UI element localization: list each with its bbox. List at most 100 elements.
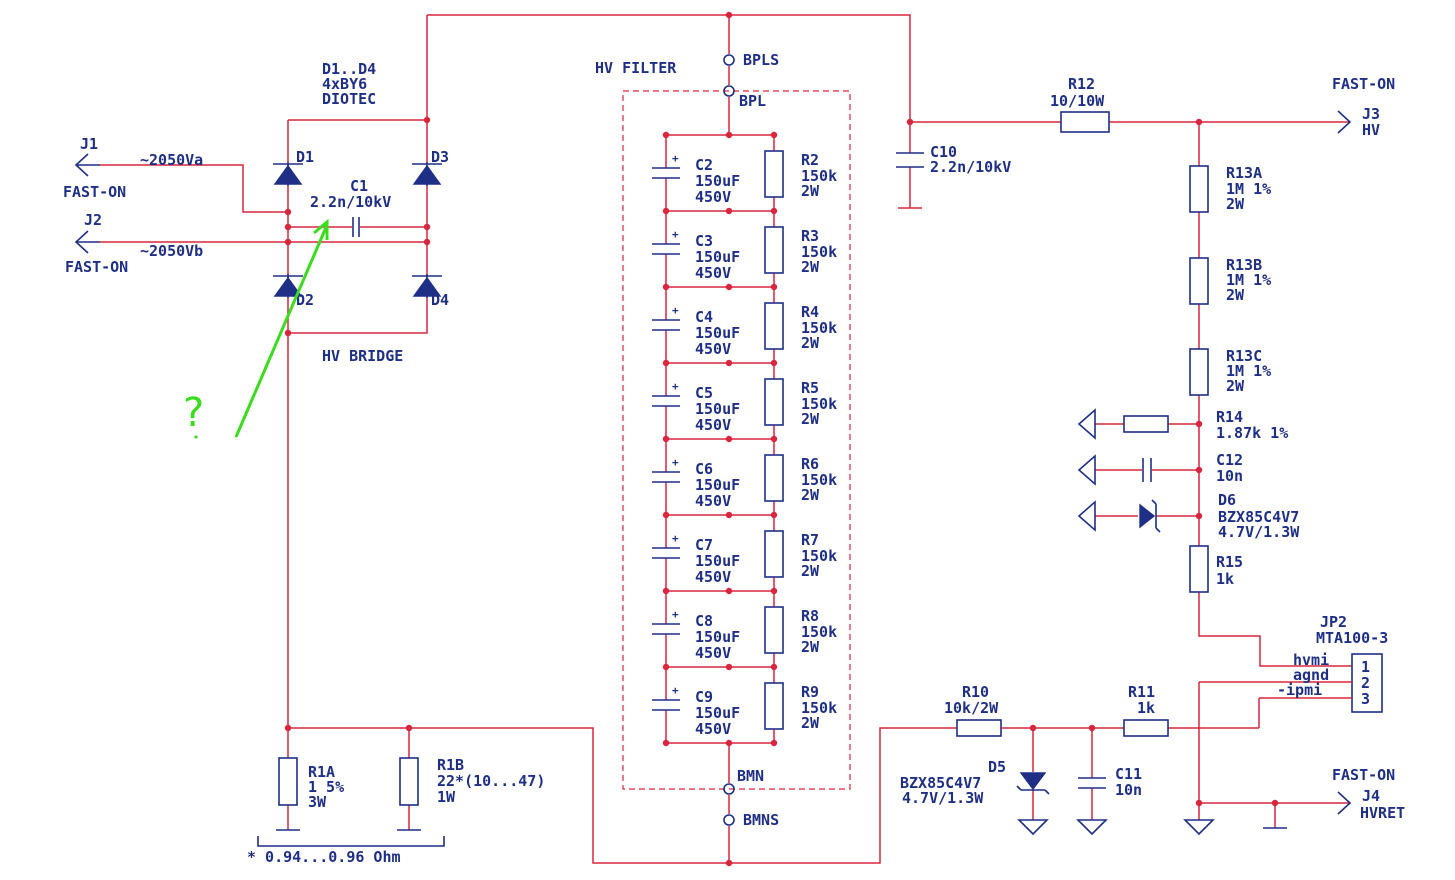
bpls-label: BPLS — [743, 51, 779, 69]
ground-arrow-icon — [1077, 500, 1096, 532]
svg-text:+: + — [672, 456, 679, 469]
r13b-value: 1M 1% — [1226, 271, 1271, 289]
jp2-pin-3: 3 — [1361, 690, 1370, 708]
d6-part: BZX85C4V7 — [1218, 508, 1299, 526]
r10-name: R10 — [962, 683, 989, 701]
cap-voltage: 450V — [695, 644, 731, 662]
r1-note: * 0.94...0.96 Ohm — [247, 848, 401, 866]
res-r9-name: R9 — [801, 683, 819, 701]
c12-name: C12 — [1216, 451, 1243, 469]
r15-name: R15 — [1216, 553, 1243, 571]
r1b-power: 1W — [437, 788, 456, 806]
cap-c4-name: C4 — [695, 308, 713, 326]
svg-text:+: + — [672, 152, 679, 165]
ground-triangle-icon — [1017, 819, 1049, 836]
res-value: 150k — [801, 699, 837, 717]
cap-c5-name: C5 — [695, 384, 713, 402]
arrow-head-icon — [313, 218, 329, 240]
cap-c7-name: C7 — [695, 536, 713, 554]
svg-text:+: + — [672, 684, 679, 697]
svg-text:+: + — [672, 608, 679, 621]
res-r3-name: R3 — [801, 227, 819, 245]
j1-signal: ~2050Va — [140, 151, 203, 169]
res-r8-name: R8 — [801, 607, 819, 625]
res-value: 150k — [801, 167, 837, 185]
jp2-signal-2: agnd — [1293, 666, 1329, 684]
r13a-name: R13A — [1226, 164, 1262, 182]
res-value: 150k — [801, 243, 837, 261]
svg-text:+: + — [672, 304, 679, 317]
jp2-signal-1: hvmi — [1293, 651, 1329, 669]
bpl-label: BPL — [739, 92, 766, 110]
res-r6-symbol — [764, 454, 784, 502]
r12-value: 10/10W — [1050, 92, 1105, 110]
cap-value: 150uF — [695, 248, 740, 266]
ground-triangle-icon — [1183, 819, 1215, 836]
res-r5-name: R5 — [801, 379, 819, 397]
cap-c8-symbol — [652, 623, 680, 635]
annotation-arrow — [234, 224, 329, 438]
cap-value: 150uF — [695, 400, 740, 418]
r12-name: R12 — [1068, 75, 1095, 93]
j2-arrow-icon — [74, 230, 100, 254]
r13b-name: R13B — [1226, 256, 1262, 274]
res-power: 2W — [801, 486, 820, 504]
res-r6-name: R6 — [801, 455, 819, 473]
res-power: 2W — [801, 714, 820, 732]
d1-label: D1 — [296, 148, 314, 166]
r11-symbol — [1123, 719, 1169, 737]
svg-text:+: + — [672, 228, 679, 241]
cap-c7-symbol — [652, 547, 680, 559]
bridge-label: HV BRIDGE — [322, 347, 403, 365]
d3-label: D3 — [431, 148, 449, 166]
r13c-name: R13C — [1226, 347, 1262, 365]
r11-value: 1k — [1137, 699, 1155, 717]
diode-d2-symbol — [273, 274, 303, 298]
cap-c6-symbol — [652, 471, 680, 483]
d6-symbol — [1139, 503, 1156, 529]
r1b-name: R1B — [437, 756, 464, 774]
res-r8-symbol — [764, 606, 784, 654]
cap-c8-name: C8 — [695, 612, 713, 630]
output-section: C10 2.2n/10kV R12 10/10W FAST-ON J3 HV R… — [896, 75, 1395, 667]
res-r4-name: R4 — [801, 303, 819, 321]
d5-part: BZX85C4V7 — [900, 774, 981, 792]
res-power: 2W — [801, 258, 820, 276]
cap-voltage: 450V — [695, 188, 731, 206]
r10-value: 10k/2W — [944, 699, 999, 717]
d6-name: D6 — [1218, 491, 1236, 509]
cap-c3-name: C3 — [695, 232, 713, 250]
j4-arrow-icon — [1337, 791, 1352, 815]
ground-arrow-icon — [1077, 408, 1096, 440]
hv-bridge: D1..D4 4xBY6 DIOTEC D1 D3 D2 D4 C1 2.2n/… — [100, 15, 449, 728]
res-r7-name: R7 — [801, 531, 819, 549]
j1-arrow-icon — [74, 153, 100, 177]
jp2-part: MTA100-3 — [1316, 629, 1388, 647]
res-power: 2W — [801, 334, 820, 352]
c11-name: C11 — [1115, 765, 1142, 783]
j4-note: FAST-ON — [1332, 766, 1395, 784]
note-bracket — [257, 836, 445, 847]
jp2-pin-2: 2 — [1361, 674, 1370, 692]
diode-d4-symbol — [412, 274, 442, 298]
bmns-label: BMNS — [743, 811, 779, 829]
jp2-connector: JP2 MTA100-3 1 2 3 hvmi agnd -ipmi — [1198, 613, 1388, 803]
r15-symbol — [1189, 545, 1209, 593]
cap-voltage: 450V — [695, 492, 731, 510]
jp2-body — [1351, 653, 1383, 713]
question-mark: ? — [183, 390, 204, 436]
d6-rating: 4.7V/1.3W — [1218, 523, 1300, 541]
cap-c3-symbol — [652, 243, 680, 255]
res-power: 2W — [801, 562, 820, 580]
r13c-power: 2W — [1226, 377, 1245, 395]
d2-label: D2 — [296, 291, 314, 309]
j1-note: FAST-ON — [63, 183, 126, 201]
jp2-signal-3: -ipmi — [1277, 681, 1322, 699]
hv-filter: HV FILTER BPLS BPL BMN BMNS +C2150uF450V… — [427, 11, 911, 863]
r13a-symbol — [1189, 165, 1209, 213]
res-r2-symbol — [764, 150, 784, 198]
j4-signal: HVRET — [1360, 804, 1405, 822]
capacitor-c1-symbol — [352, 217, 360, 237]
ground-arrow-icon — [1077, 454, 1096, 486]
res-value: 150k — [801, 319, 837, 337]
